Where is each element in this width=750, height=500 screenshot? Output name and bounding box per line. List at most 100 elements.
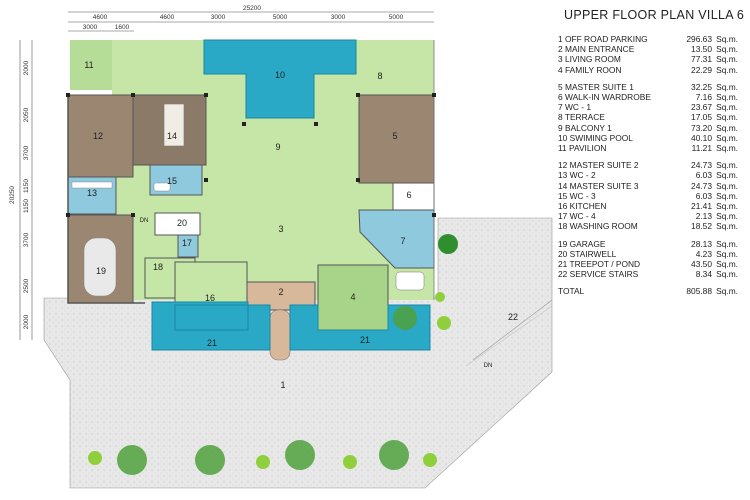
master-suite-1 xyxy=(358,94,435,184)
legend-value: 73.20 xyxy=(691,122,712,133)
columns xyxy=(66,93,436,217)
dim-left-7: 2000 xyxy=(23,314,30,329)
room-label-19: 19 xyxy=(96,266,106,276)
room-label-8: 8 xyxy=(377,71,382,81)
legend-label: 1 OFF ROAD PARKING xyxy=(558,34,648,44)
dim-left-3: 1150 xyxy=(23,179,30,193)
swimming-pool xyxy=(203,39,357,119)
legend-unit: Sq.m. xyxy=(716,160,738,171)
legend-label: 7 WC - 1 xyxy=(558,102,592,113)
palm-trees xyxy=(117,306,417,475)
room-label-4: 4 xyxy=(350,292,355,302)
legend-label: 20 STAIRWELL xyxy=(558,248,617,259)
legend-total-row: TOTAL 805.88 Sq.m. xyxy=(558,286,744,296)
area-legend: UPPER FLOOR PLAN VILLA 6 1 OFF ROAD PARK… xyxy=(558,8,744,296)
dim-left-2: 3700 xyxy=(23,145,30,160)
legend-label: 2 MAIN ENTRANCE xyxy=(558,44,635,55)
legend-unit: Sq.m. xyxy=(716,201,738,212)
total-unit: Sq.m. xyxy=(716,286,738,297)
room-label-13: 13 xyxy=(87,188,97,198)
legend-unit: Sq.m. xyxy=(716,180,738,191)
large-tree-icon xyxy=(438,234,458,254)
legend-unit: Sq.m. xyxy=(716,34,738,44)
legend-label: 5 MASTER SUITE 1 xyxy=(558,81,634,92)
room-label-11: 11 xyxy=(84,60,93,70)
legend-value: 17.05 xyxy=(691,112,712,123)
room-label-5: 5 xyxy=(392,131,397,141)
shrubs xyxy=(88,292,451,469)
legend-label: 4 FAMILY ROON xyxy=(558,64,622,75)
down-label-service-stairs: DN xyxy=(484,363,493,369)
legend-unit: Sq.m. xyxy=(716,269,738,280)
legend-label: 14 MASTER SUITE 3 xyxy=(558,180,639,191)
legend-label: 6 WALK-IN WARDROBE xyxy=(558,92,651,103)
legend-unit: Sq.m. xyxy=(716,112,738,123)
legend-value: 77.31 xyxy=(691,54,712,65)
room-label-14: 14 xyxy=(167,131,177,141)
dining-table xyxy=(163,103,185,147)
legend-value: 21.41 xyxy=(691,201,712,212)
wc-1 xyxy=(358,209,435,269)
wc-4 xyxy=(177,234,199,258)
dim-top-row1-2: 4600 xyxy=(160,14,175,21)
legend-value: 2.13 xyxy=(695,211,712,222)
dimension-lines xyxy=(19,11,434,340)
legend-value: 43.50 xyxy=(691,259,712,270)
legend-label: 11 PAVILION xyxy=(558,143,607,154)
dim-top-row2-0: 3000 xyxy=(83,24,98,31)
legend-label: 15 WC - 3 xyxy=(558,190,596,201)
car-in-garage xyxy=(83,237,117,297)
total-label: TOTAL xyxy=(558,286,585,297)
legend-value: 6.03 xyxy=(695,170,712,181)
legend-group: 1 OFF ROAD PARKING 296.63 Sq.m. 2 MAIN ENTR… xyxy=(558,34,744,75)
down-label-stairwell: DN xyxy=(140,218,149,224)
room-label-22: 22 xyxy=(508,312,518,322)
room-label-9: 9 xyxy=(275,142,280,152)
dim-top-overall: 25200 xyxy=(243,5,261,12)
dim-top-row1-0: 4600 xyxy=(93,14,108,21)
dim-left-4: 1150 xyxy=(23,199,30,213)
dim-left-5: 3700 xyxy=(23,232,30,247)
service-stairs-edge xyxy=(472,299,553,361)
walk-in-wardrobe xyxy=(392,182,435,211)
room-label-15: 15 xyxy=(167,176,177,186)
dim-top-row1-5: 3000 xyxy=(331,14,346,21)
room-label-20: 20 xyxy=(177,218,187,228)
total-value: 805.88 xyxy=(686,286,712,297)
off-road-parking-area xyxy=(43,217,553,489)
legend-value: 296.63 xyxy=(686,34,712,44)
legend-value: 24.73 xyxy=(691,180,712,191)
entrance-walkway xyxy=(269,309,291,361)
room-label-2: 2 xyxy=(278,287,283,297)
legend-label: 21 TREEPOT / POND xyxy=(558,259,641,270)
legend-unit: Sq.m. xyxy=(716,238,738,249)
room-label-16: 16 xyxy=(205,293,215,303)
legend-unit: Sq.m. xyxy=(716,248,738,259)
room-label-17: 17 xyxy=(182,238,192,248)
legend-unit: Sq.m. xyxy=(716,132,738,143)
room-label-3: 3 xyxy=(278,224,283,234)
room-label-1: 1 xyxy=(280,380,285,390)
legend-value: 18.52 xyxy=(691,221,712,232)
dim-left-6: 2500 xyxy=(23,278,30,293)
legend-label: 18 WASHING ROOM xyxy=(558,221,638,232)
legend-value: 40.10 xyxy=(691,132,712,143)
room-label-21-left: 21 xyxy=(207,338,217,348)
room-label-7: 7 xyxy=(400,236,405,246)
legend-label: 19 GARAGE xyxy=(558,238,606,249)
treepot-pond-left xyxy=(151,301,271,351)
